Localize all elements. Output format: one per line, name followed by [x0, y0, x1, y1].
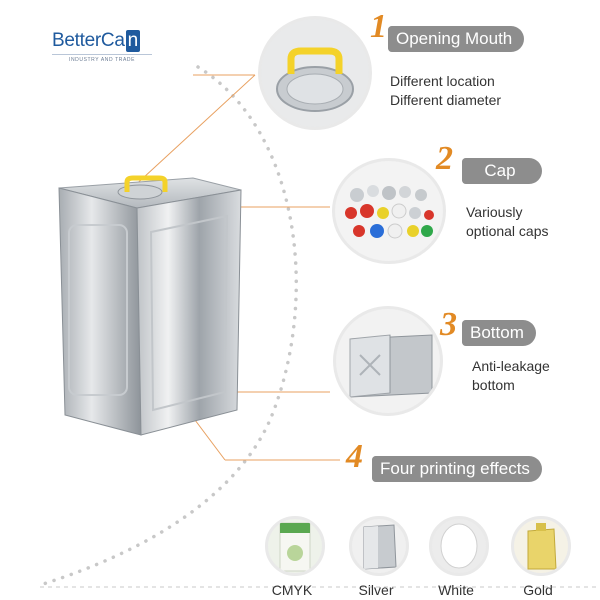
feature-4-number: 4	[346, 438, 363, 475]
white-sample	[429, 516, 489, 576]
feature-1-title: Opening Mouth	[388, 26, 525, 52]
feature-2-desc: Variously optional caps	[466, 204, 549, 239]
leader-line-1b	[129, 74, 256, 191]
tin-can-image	[58, 175, 242, 436]
logo-rule	[52, 54, 152, 55]
feature-1-desc: Different location Different diameter	[390, 73, 502, 108]
white-icon	[432, 519, 486, 573]
feature-3-title: Bottom	[462, 320, 536, 346]
feature-2-title: Cap	[462, 158, 542, 184]
gold-sample	[511, 516, 571, 576]
gold-icon	[514, 519, 568, 573]
silver-icon	[352, 519, 406, 573]
feature-3-number: 3	[440, 306, 457, 343]
opening-mouth-icon	[261, 19, 369, 127]
printing-label-silver: Silver	[358, 582, 394, 598]
printing-label-gold: Gold	[523, 582, 553, 598]
feature-4-title: Four printing effects	[372, 456, 542, 482]
feature-2-number: 2	[436, 140, 453, 177]
printing-label-white: White	[438, 582, 474, 598]
cmyk-sample	[265, 516, 325, 576]
caps-icon	[335, 161, 443, 261]
logo-tagline: INDUSTRY AND TRADE	[68, 57, 136, 63]
feature-3-desc: Anti-leakage bottom	[472, 358, 550, 393]
dotted-arc	[38, 65, 298, 587]
silver-sample	[349, 516, 409, 576]
caps-detail	[332, 158, 446, 264]
bottom-icon	[336, 309, 440, 413]
opening-mouth-detail	[258, 16, 372, 130]
printing-label-cmyk: CMYK	[271, 582, 313, 598]
feature-1-number: 1	[370, 8, 387, 45]
bottom-detail	[333, 306, 443, 416]
cmyk-icon	[268, 519, 322, 573]
